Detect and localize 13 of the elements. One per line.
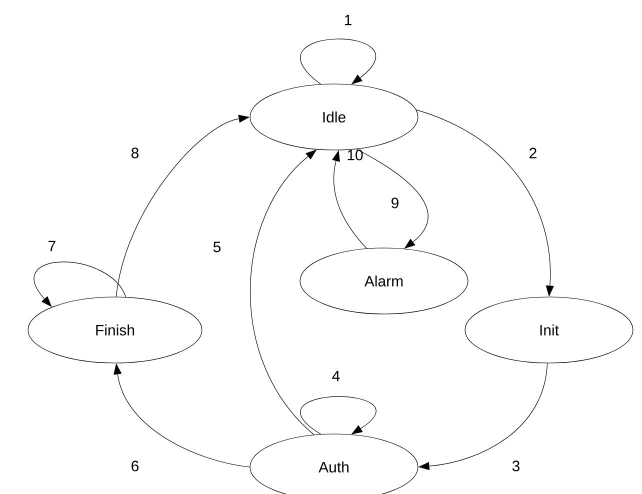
arrow [34, 262, 126, 307]
edge-label: 3 [512, 460, 520, 472]
edge-label: 4 [332, 370, 340, 382]
arrow [300, 396, 376, 434]
arrow [300, 38, 376, 84]
edge-label: 7 [48, 240, 56, 252]
edge-label: 8 [132, 148, 139, 158]
edge-label: 6 [132, 460, 139, 472]
edge-label: 9 [392, 198, 398, 208]
edge-label: 5 [213, 242, 221, 252]
edge-label: 1 [344, 14, 352, 26]
edge-label: 2 [530, 148, 536, 158]
edge-label: 10 [348, 150, 363, 160]
